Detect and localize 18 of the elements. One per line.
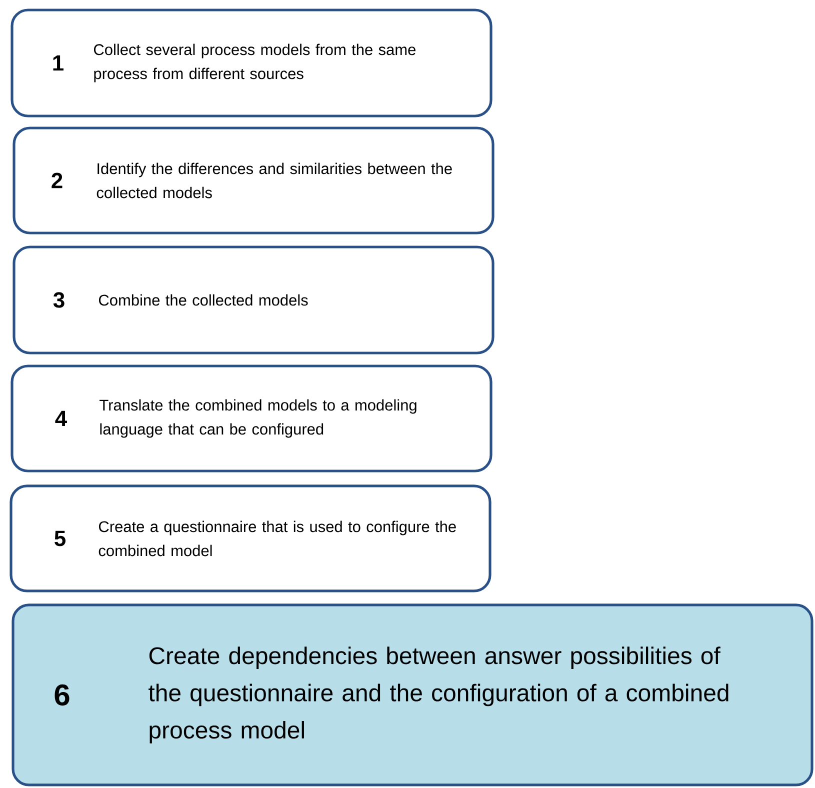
step-text: Collect several process models from the same process from different sources — [94, 44, 416, 82]
step-number: 5 — [54, 530, 66, 546]
step-text: Identify the differences and similarities between the collected models — [96, 162, 452, 198]
step-box — [12, 126, 494, 234]
step-text: Translate the combined models to a modeling language that can be configured — [100, 399, 416, 438]
step-box — [10, 364, 492, 472]
step-number: 2 — [52, 172, 62, 188]
step-number: 6 — [54, 684, 70, 706]
step-box — [10, 8, 492, 118]
step-number: 3 — [53, 292, 64, 308]
step-number: 4 — [55, 410, 67, 426]
step-text: Create a questionnaire that is used to configure the combined model — [98, 520, 456, 556]
step-number: 1 — [53, 55, 64, 71]
step-box — [12, 246, 494, 354]
step-text: Create dependencies between answer possibilities of the questionnaire and the configuration of a combined process model — [148, 646, 728, 744]
step-box — [10, 484, 492, 592]
step-text: Combine the collected models — [99, 294, 308, 306]
step-box — [12, 604, 814, 786]
